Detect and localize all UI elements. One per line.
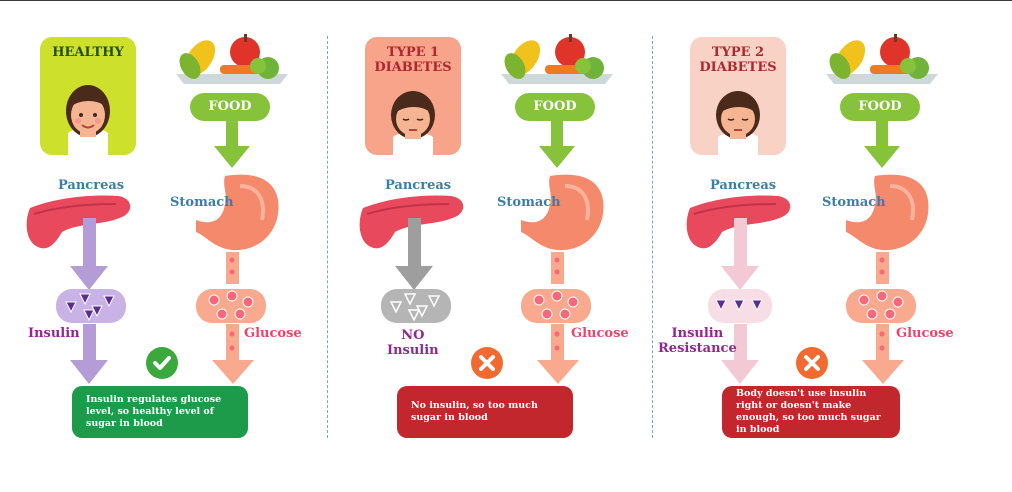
girl-face-icon xyxy=(391,91,435,155)
girl-face-icon xyxy=(716,91,760,155)
panel-title: TYPE 2 DIABETES xyxy=(699,45,777,75)
food-icon xyxy=(826,34,938,84)
food-label: FOOD xyxy=(840,93,920,121)
glucose-label: Glucose xyxy=(896,326,954,341)
top-border xyxy=(0,0,1012,1)
insulin-label: Insulin xyxy=(28,326,80,341)
pancreas-label: Pancreas xyxy=(710,178,777,193)
stomach-label: Stomach xyxy=(497,195,561,210)
stomach-icon xyxy=(521,174,604,251)
portrait-card: TYPE 1 DIABETES xyxy=(365,37,461,155)
insulin-label: NO Insulin xyxy=(387,328,439,358)
stomach-label: Stomach xyxy=(822,195,886,210)
insulin-label: Insulin Resistance xyxy=(658,326,737,356)
cross-icon xyxy=(471,347,503,379)
glucose-label: Glucose xyxy=(244,326,302,341)
food-label: FOOD xyxy=(190,93,270,121)
panel-healthy: HEALTHY FOOD Pancreas Stomach Insulin Gl… xyxy=(0,0,325,492)
panel-type1: TYPE 1 DIABETES FOOD Pancreas Stomach NO… xyxy=(325,0,650,492)
empty-insulin-cluster xyxy=(381,289,451,323)
panel-art xyxy=(359,34,613,384)
check-icon xyxy=(146,347,178,379)
panel-type2: TYPE 2 DIABETES FOOD Pancreas Stomach In… xyxy=(650,0,975,492)
panel-title: HEALTHY xyxy=(52,45,124,60)
result-box: Body doesn't use insulin right or doesn'… xyxy=(722,386,900,438)
cross-icon xyxy=(796,347,828,379)
result-box: Insulin regulates glucose level, so heal… xyxy=(72,386,248,438)
girl-face-icon xyxy=(66,85,110,155)
divider-2 xyxy=(652,36,653,438)
divider-1 xyxy=(327,36,328,438)
stomach-icon xyxy=(196,174,279,251)
stomach-label: Stomach xyxy=(170,195,234,210)
portrait-card: HEALTHY xyxy=(40,37,136,155)
panel-title: TYPE 1 DIABETES xyxy=(374,45,452,75)
food-icon xyxy=(176,34,288,84)
stomach-icon xyxy=(846,174,929,251)
food-label: FOOD xyxy=(515,93,595,121)
portrait-card: TYPE 2 DIABETES xyxy=(690,37,786,155)
pancreas-label: Pancreas xyxy=(58,178,125,193)
insulin-cluster xyxy=(56,289,126,323)
food-icon xyxy=(501,34,613,84)
pancreas-label: Pancreas xyxy=(385,178,452,193)
panel-art xyxy=(26,34,288,384)
glucose-label: Glucose xyxy=(571,326,629,341)
result-box: No insulin, so too much sugar in blood xyxy=(397,386,573,438)
panel-art xyxy=(686,34,938,384)
